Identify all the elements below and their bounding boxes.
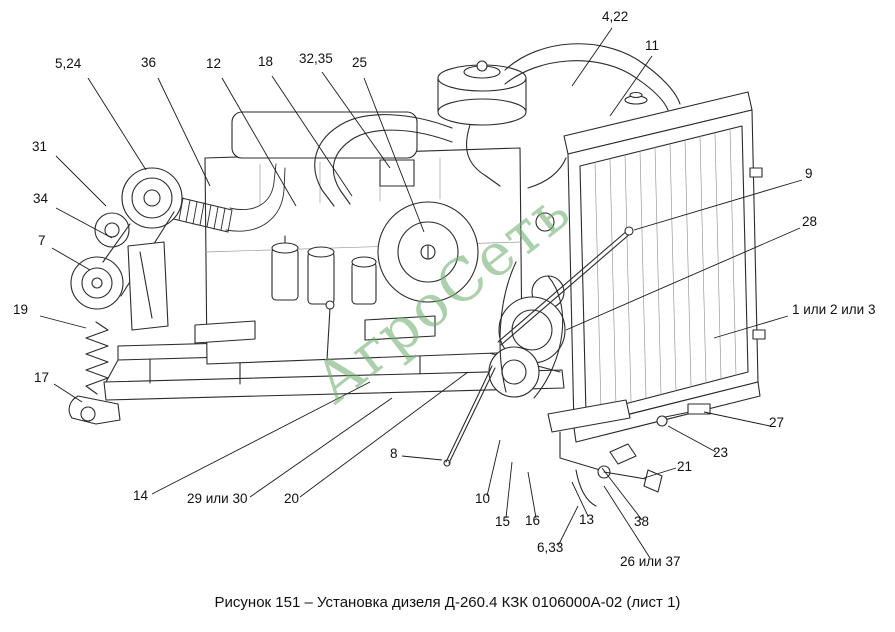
callout-26-37: 26 или 37 [620,554,681,569]
callout-8: 8 [390,446,398,461]
callout-13: 13 [579,512,595,527]
callout-17: 17 [34,370,50,385]
tie-rods [443,226,634,467]
callout-9: 9 [805,166,813,181]
fan-drive [488,157,567,399]
leader-lines [39,27,803,559]
callout-20: 20 [284,491,300,506]
callout-34: 34 [33,191,49,206]
radiator-core-fins [594,128,737,411]
suspension-spring [68,321,121,425]
callout-31: 31 [32,139,48,154]
callout-15: 15 [495,514,511,529]
callout-10: 10 [475,491,491,506]
crankshaft-pulley [377,201,479,303]
callout-21: 21 [677,459,693,474]
valve-cover [231,111,418,187]
callout-7: 7 [38,233,46,248]
callout-27: 27 [769,415,785,430]
callout-19: 19 [13,302,29,317]
radiator [563,91,766,443]
callout-25: 25 [352,55,368,70]
intake-hose [504,43,681,111]
callout-11: 11 [645,38,660,53]
callout-12: 12 [206,56,222,71]
figure-caption: Рисунок 151 – Установка дизеля Д-260.4 К… [214,594,681,611]
callout-29-30: 29 или 30 [187,491,248,506]
callout-23: 23 [713,445,729,460]
callout-32-35: 32,35 [299,51,333,66]
intake-elbow [314,114,453,207]
air-cleaner [437,60,527,187]
callout-4-22: 4,22 [602,9,629,24]
radiator-fittings [656,403,711,427]
callout-5-24: 5,24 [55,56,82,71]
callout-1-2-3: 1 или 2 или 3 [792,302,876,317]
callout-14: 14 [133,488,149,503]
callout-28: 28 [802,214,818,229]
callout-18: 18 [258,54,274,69]
callout-16: 16 [525,513,541,528]
oil-filters [271,235,377,361]
callout-6-33: 6,33 [537,540,564,555]
right-mount-assembly [547,399,663,507]
front-pulleys [70,167,183,331]
callout-36: 36 [141,55,157,70]
callout-38: 38 [634,514,650,529]
